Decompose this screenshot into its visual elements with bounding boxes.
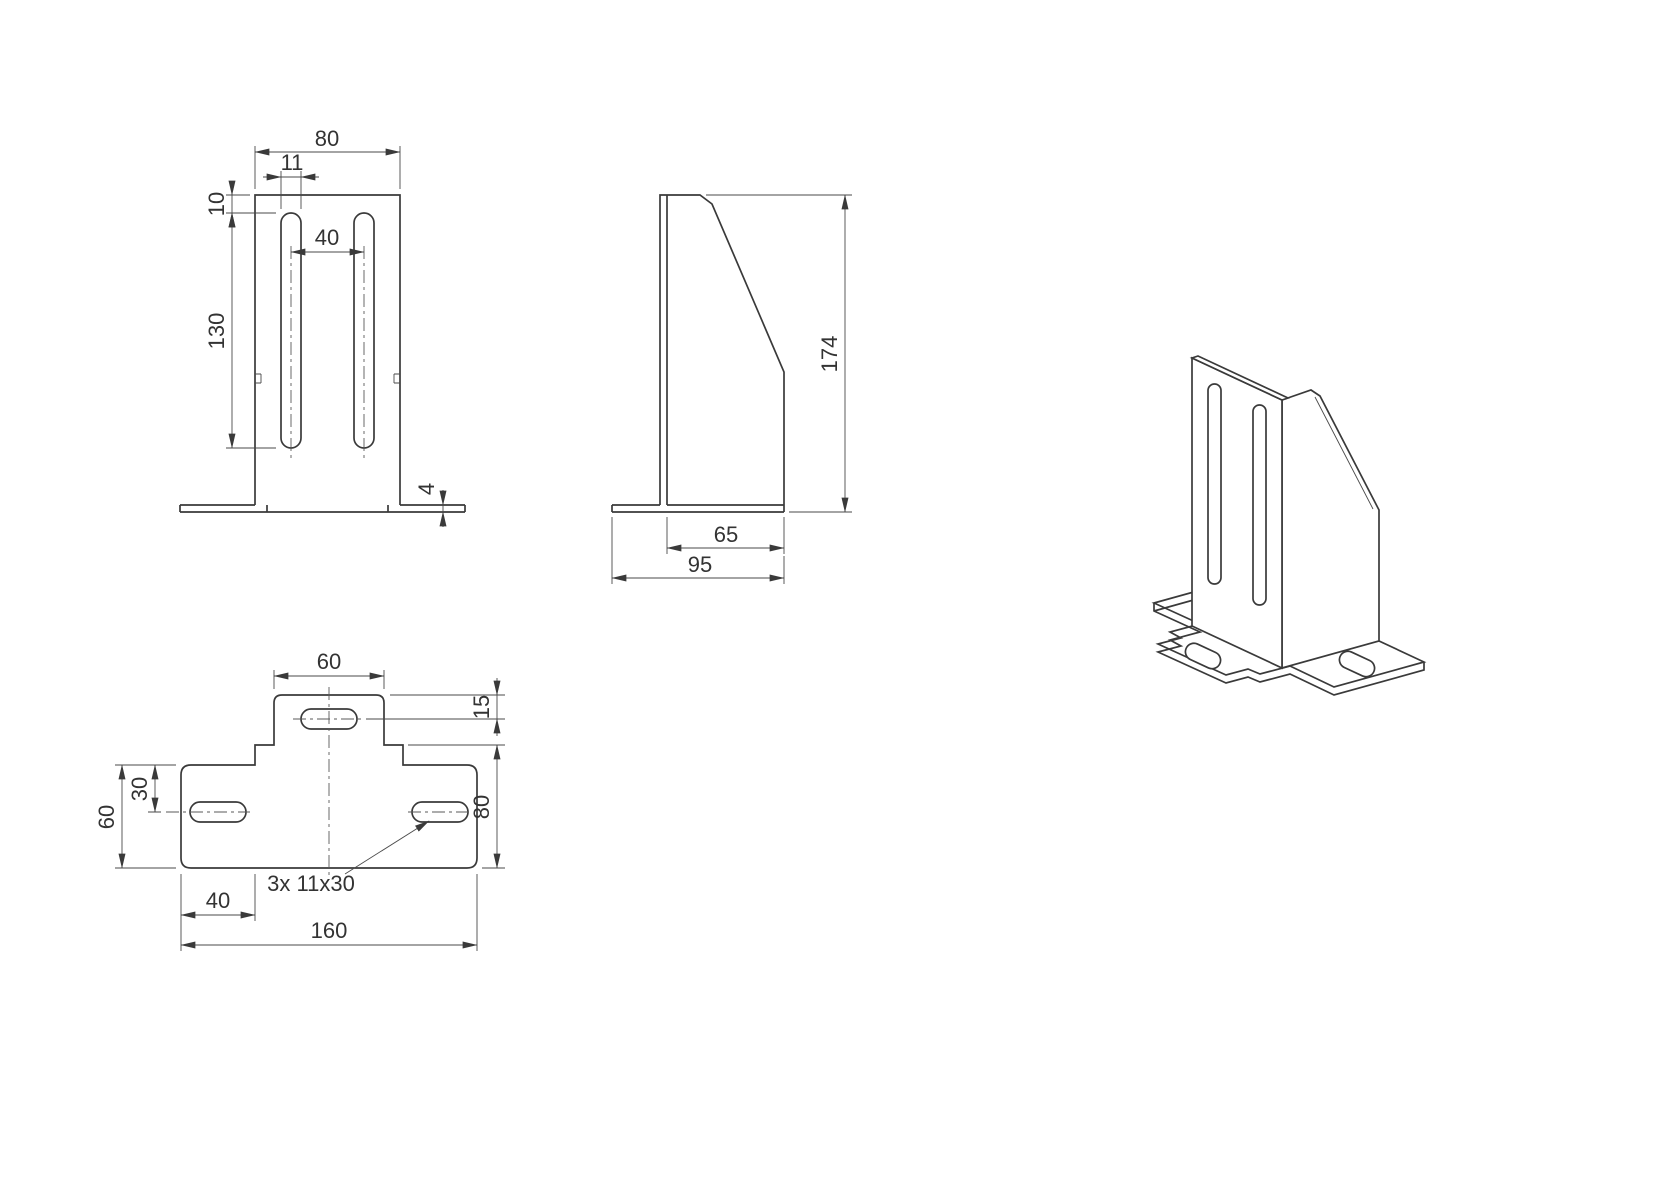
dim-plan-total-width: 160 xyxy=(180,874,478,951)
dim-plan-tab-width: 60 xyxy=(273,649,385,689)
dim-plan-wing-slot-offset: 30 xyxy=(115,764,176,813)
iso-side-gusset xyxy=(1281,389,1380,670)
dim-plan-wing-width-label: 40 xyxy=(206,888,230,913)
dim-side-height-label: 174 xyxy=(817,336,842,373)
dim-plan-wing-slot-offset-label: 30 xyxy=(127,777,152,801)
side-plate-outline xyxy=(659,194,785,505)
dim-front-thickness: 4 xyxy=(414,483,447,527)
dim-side-lower-depth: 65 xyxy=(666,517,785,554)
dim-front-thickness-label: 4 xyxy=(414,483,439,495)
front-slot-centerlines xyxy=(290,246,365,458)
front-plate-outline xyxy=(254,194,401,505)
iso-plate-slot-right xyxy=(1252,404,1267,606)
iso-tab-slot xyxy=(1184,642,1222,670)
dim-front-top-offset-label: 10 xyxy=(204,192,229,216)
dim-plan-wing-depth: 60 xyxy=(94,764,176,869)
dim-front-slot-width-label: 11 xyxy=(281,150,304,175)
side-base-flange xyxy=(611,504,785,513)
plan-outline xyxy=(180,694,478,869)
dim-front-width-label: 80 xyxy=(315,126,339,151)
dim-side-lower-depth-label: 65 xyxy=(714,522,738,547)
dim-front-slot-length-label: 130 xyxy=(204,313,229,350)
iso-plate-top-edge xyxy=(1189,355,1291,401)
dim-plan-tab-width-label: 60 xyxy=(317,649,341,674)
iso-front-plate xyxy=(1191,356,1283,670)
dim-side-height: 174 xyxy=(706,194,852,513)
iso-gusset-edge-line xyxy=(1314,396,1374,510)
iso-plate-slot-left xyxy=(1207,383,1222,585)
iso-right-wing-slot xyxy=(1338,650,1376,678)
plan-slot-note-label: 3x 11x30 xyxy=(267,871,355,896)
dim-side-base-depth-label: 95 xyxy=(688,552,712,577)
dim-front-slot-width: 11 xyxy=(263,150,319,209)
plan-view: 60 15 80 30 60 40 xyxy=(94,649,505,951)
front-view: 80 11 10 130 40 xyxy=(179,126,466,527)
dim-front-slot-spacing: 40 xyxy=(290,225,365,256)
dim-plan-tab-slot-offset: 15 xyxy=(366,678,505,736)
dim-front-top-offset: 10 xyxy=(204,180,276,228)
dim-plan-center-depth: 80 xyxy=(408,744,505,869)
isometric-view xyxy=(1151,355,1427,696)
dim-front-slot-spacing-label: 40 xyxy=(315,225,339,250)
front-base-flange xyxy=(179,504,466,513)
dim-plan-total-width-label: 160 xyxy=(311,918,348,943)
dim-plan-wing-depth-label: 60 xyxy=(94,805,119,829)
front-bend-notches xyxy=(255,373,400,384)
dim-plan-tab-slot-offset-label: 15 xyxy=(469,695,494,719)
dim-front-slot-length: 130 xyxy=(204,212,276,449)
dim-side-base-depth: 95 xyxy=(611,517,785,584)
plan-centerlines xyxy=(166,687,472,880)
dim-plan-center-depth-label: 80 xyxy=(469,795,494,819)
plan-slot-note: 3x 11x30 xyxy=(267,820,430,896)
side-view: 174 65 95 xyxy=(611,194,852,584)
dim-plan-wing-width: 40 xyxy=(180,874,256,921)
dim-front-width: 80 xyxy=(254,126,401,189)
